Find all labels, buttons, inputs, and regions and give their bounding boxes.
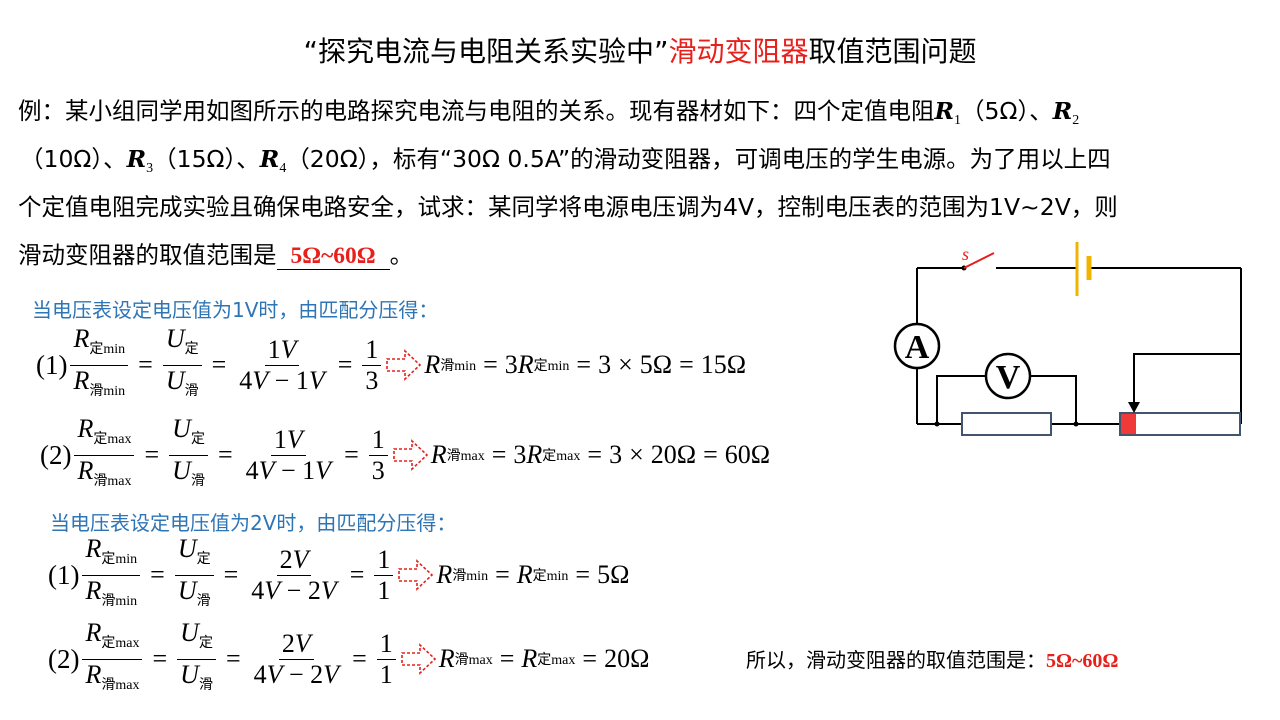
title-part-3: 取值范围问题 xyxy=(808,35,977,68)
case-1-heading: 当电压表设定电压值为1V时，由匹配分压得： xyxy=(32,298,439,322)
r1-symbol: R xyxy=(934,97,955,125)
rheostat-slider-segment xyxy=(1121,414,1136,434)
wire xyxy=(936,375,986,424)
problem-line-1: 例：某小组同学用如图所示的电路探究电流与电阻的关系。现有器材如下：四个定值电阻R… xyxy=(18,97,1080,128)
problem-line-3: 个定值电阻完成实验且确保电路安全，试求：某同学将电源电压调为4V，控制电压表的范… xyxy=(18,193,1118,221)
r4-symbol: R xyxy=(259,145,280,173)
conclusion-value: 5Ω~60Ω xyxy=(1046,650,1119,672)
slider-wire xyxy=(1133,353,1241,406)
answer-blank: 5Ω~60Ω xyxy=(276,242,390,270)
voltmeter-icon: V xyxy=(984,352,1032,400)
voltmeter-label: V xyxy=(996,359,1021,396)
arrow-icon xyxy=(392,439,428,471)
arrow-icon xyxy=(398,559,434,591)
battery-icon xyxy=(1075,242,1092,296)
case-2-heading: 当电压表设定电压值为2V时，由匹配分压得： xyxy=(50,511,457,535)
rheostat xyxy=(1119,412,1241,436)
junction-dot xyxy=(1073,421,1079,427)
r3-symbol: R xyxy=(126,145,147,173)
junction-dot xyxy=(934,421,940,427)
ammeter-label: A xyxy=(905,329,930,366)
problem-line-2: （10Ω）、R3（15Ω）、R4（20Ω），标有“30Ω 0.5A”的滑动变阻器… xyxy=(20,145,1111,176)
answer-value: 5Ω~60Ω xyxy=(290,243,376,269)
circuit-diagram: s A V xyxy=(893,242,1242,436)
title-part-1: “探究电流与电阻关系实验中” xyxy=(303,35,669,68)
fixed-resistor xyxy=(961,412,1052,436)
arrow-icon xyxy=(386,349,422,381)
ammeter-icon: A xyxy=(893,322,941,370)
page-title: “探究电流与电阻关系实验中”滑动变阻器取值范围问题 xyxy=(0,30,1280,70)
r2-symbol: R xyxy=(1052,97,1073,125)
slider-arrow-icon xyxy=(1128,402,1140,413)
conclusion: 所以，滑动变阻器的取值范围是：5Ω~60Ω xyxy=(746,648,1119,672)
switch-icon: s xyxy=(961,244,995,271)
switch-label: s xyxy=(962,244,969,264)
title-highlight: 滑动变阻器 xyxy=(668,35,809,68)
arrow-icon xyxy=(400,643,436,675)
wire xyxy=(1030,375,1077,424)
